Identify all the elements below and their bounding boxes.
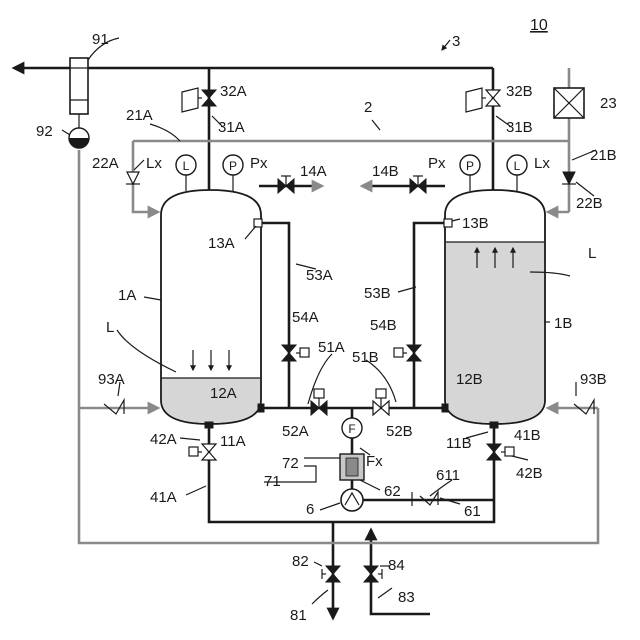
nozzle-13B	[444, 219, 452, 227]
label-52B: 52B	[386, 423, 413, 440]
label-92: 92	[36, 123, 53, 140]
label-83: 83	[398, 589, 415, 606]
svg-text:L: L	[514, 159, 521, 173]
label-54B: 54B	[370, 317, 397, 334]
nozzle-11A	[205, 422, 213, 428]
valve-41A	[189, 444, 216, 460]
label-2: 2	[364, 99, 372, 116]
label-13A: 13A	[208, 235, 235, 252]
label-11B: 11B	[446, 435, 472, 452]
label-51A: 51A	[318, 339, 345, 356]
label-1B: 1B	[554, 315, 572, 332]
svg-text:P: P	[229, 159, 237, 173]
label-53B: 53B	[364, 285, 391, 302]
label-Lx-right: Lx	[534, 155, 550, 172]
nozzle-11B	[490, 422, 498, 428]
label-13B: 13B	[462, 215, 489, 232]
valve-54A	[282, 345, 309, 361]
vessel-1B	[445, 190, 545, 424]
label-32B: 32B	[506, 83, 533, 100]
valve-54B	[394, 345, 421, 361]
label-3: 3	[452, 33, 460, 50]
label-53A: 53A	[306, 267, 333, 284]
label-611: 611	[436, 467, 460, 484]
label-84: 84	[388, 557, 405, 574]
label-21B: 21B	[590, 147, 617, 164]
check-valve-22B	[562, 172, 576, 184]
check-valve-62	[420, 492, 438, 505]
label-14B: 14B	[372, 163, 399, 180]
valve-52A	[311, 389, 327, 415]
valve-14A	[278, 176, 294, 193]
label-L-left: L	[106, 319, 114, 336]
label-14A: 14A	[300, 163, 327, 180]
label-11A: 11A	[220, 433, 246, 450]
valve-14B	[410, 176, 426, 193]
label-41A: 41A	[150, 489, 177, 506]
svg-text:L: L	[183, 159, 190, 173]
label-91: 91	[92, 31, 109, 48]
label-12B: 12B	[456, 371, 483, 388]
filter-91	[70, 58, 88, 128]
indicator-92	[69, 128, 89, 148]
label-81: 81	[290, 607, 307, 624]
label-1A: 1A	[118, 287, 136, 304]
valve-32A	[182, 88, 216, 112]
valve-84	[364, 566, 382, 582]
system-reference: 10	[530, 17, 548, 34]
pump-6	[341, 489, 363, 511]
nozzle-12A	[258, 404, 264, 412]
label-Lx-left: Lx	[146, 155, 162, 172]
pressure-gauge-right: P	[460, 155, 480, 191]
label-72: 72	[282, 455, 299, 472]
label-31B: 31B	[506, 119, 533, 136]
label-71: 71	[264, 473, 281, 490]
label-61: 61	[464, 503, 481, 520]
label-32A: 32A	[220, 83, 247, 100]
level-gauge-left: L	[176, 155, 196, 191]
label-21A: 21A	[126, 107, 153, 124]
label-L-right: L	[588, 245, 596, 262]
device-23	[554, 88, 584, 118]
flow-meter: F	[342, 418, 362, 454]
label-93B: 93B	[580, 371, 607, 388]
label-41B: 41B	[514, 427, 541, 444]
label-51B: 51B	[352, 349, 379, 366]
valve-52B	[373, 389, 389, 415]
label-93A: 93A	[98, 371, 125, 388]
label-Fx: Fx	[366, 453, 383, 470]
svg-text:F: F	[348, 422, 355, 436]
label-23: 23	[600, 95, 617, 112]
label-31A: 31A	[218, 119, 245, 136]
level-gauge-right: L	[507, 155, 527, 191]
label-22B: 22B	[576, 195, 603, 212]
valve-41B	[487, 444, 514, 460]
svg-text:P: P	[466, 159, 474, 173]
valve-32B	[466, 88, 500, 112]
check-valve-22A	[126, 172, 140, 184]
pressure-gauge-left: P	[223, 155, 243, 191]
label-54A: 54A	[292, 309, 319, 326]
label-42B: 42B	[516, 465, 543, 482]
label-22A: 22A	[92, 155, 119, 172]
label-12A: 12A	[210, 385, 237, 402]
valve-82	[322, 566, 340, 582]
label-6: 6	[306, 501, 314, 518]
nozzle-13A	[254, 219, 262, 227]
label-82: 82	[292, 553, 309, 570]
label-52A: 52A	[282, 423, 309, 440]
label-62: 62	[384, 483, 401, 500]
nozzle-12B	[442, 404, 448, 412]
label-42A: 42A	[150, 431, 177, 448]
label-Px-left: Px	[250, 155, 268, 172]
label-Px-right: Px	[428, 155, 446, 172]
